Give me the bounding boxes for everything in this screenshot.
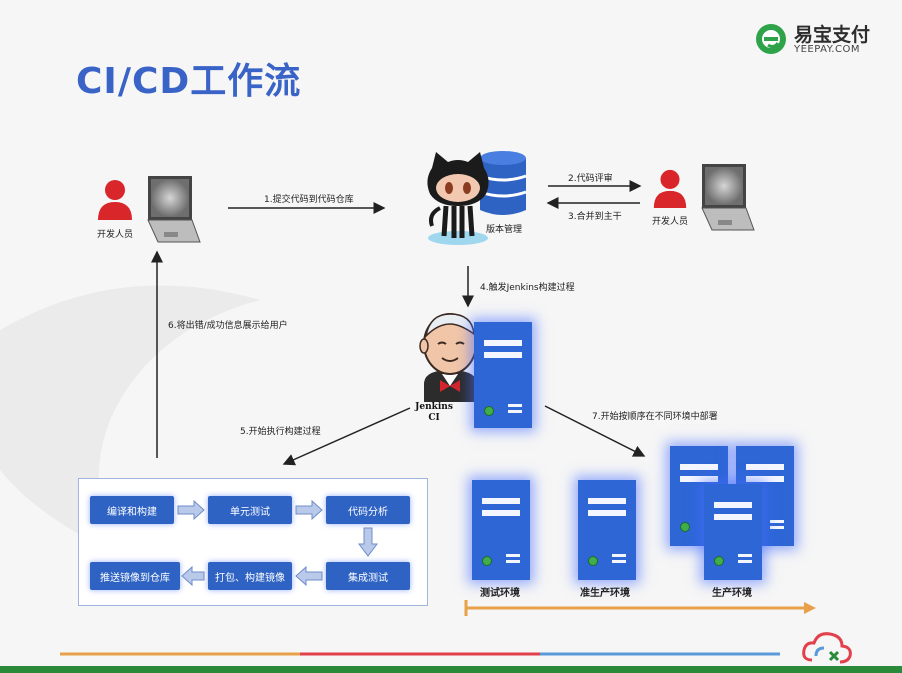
- prod-env-label: 生产环境: [712, 588, 752, 599]
- brand-name-en: YEEPAY.COM: [794, 44, 860, 55]
- github-octocat-icon: [427, 152, 489, 245]
- dev-right-label: 开发人员: [652, 217, 689, 227]
- arrow-3-label: 3.合并到主干: [568, 212, 622, 222]
- brand-name-cn: 易宝支付: [794, 24, 871, 46]
- yeepay-logo-icon: [756, 24, 786, 54]
- arrow-2-label: 2.代码评审: [568, 174, 613, 184]
- step-compile: 编译和构建: [90, 496, 174, 524]
- test-env-label: 测试环境: [480, 588, 520, 599]
- jenkins-label: Jenkins CI: [414, 402, 454, 424]
- brand-logo: 易宝支付 YEEPAY.COM: [754, 20, 884, 60]
- step-integration-test: 集成测试: [326, 562, 410, 590]
- jenkins-label-text: Jenkins CI: [415, 402, 453, 423]
- step-unit-test: 单元测试: [208, 496, 292, 524]
- dev-left-label: 开发人员: [97, 230, 134, 240]
- arrow-6-label: 6.将出错/成功信息展示给用户: [168, 321, 288, 331]
- laptop-icon-left: [147, 176, 201, 243]
- step-code-analysis: 代码分析: [326, 496, 410, 524]
- staging-env-label: 准生产环境: [580, 588, 630, 599]
- test-env-server: [472, 480, 530, 580]
- arrow-5-label: 5.开始执行构建过程: [240, 427, 321, 437]
- page-title: CI/CD工作流: [76, 61, 302, 102]
- repo-label: 版本管理: [486, 225, 523, 235]
- step-package: 打包、构建镜像: [208, 562, 292, 590]
- jenkins-server: [474, 322, 532, 428]
- deployment-timeline: [464, 600, 816, 616]
- arrow-1-label: 1.提交代码到代码仓库: [264, 195, 354, 205]
- staging-env-server: [578, 480, 636, 580]
- person-icon-left: [98, 180, 132, 220]
- footer-color-bar: [0, 652, 902, 673]
- prod-server-3: [704, 484, 762, 580]
- step-push: 推送镜像到仓库: [90, 562, 180, 590]
- arrow-7-label: 7.开始按顺序在不同环境中部署: [592, 412, 718, 422]
- jenkins-butler-icon: [419, 313, 478, 402]
- arrow-4-label: 4.触发Jenkins构建过程: [480, 283, 575, 293]
- laptop-icon-right: [701, 164, 755, 231]
- person-icon-right: [653, 169, 687, 208]
- cloud-logo-icon: [802, 632, 852, 664]
